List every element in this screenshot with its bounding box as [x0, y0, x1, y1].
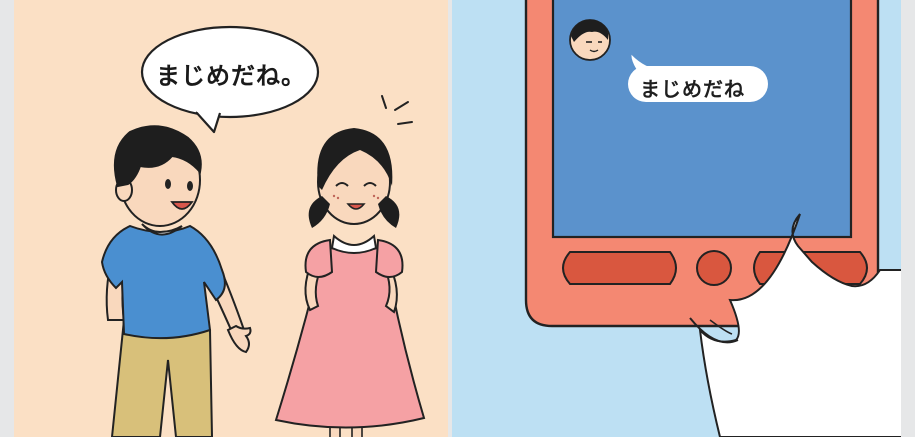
speech-bubble: [140, 25, 320, 134]
hand: [689, 213, 901, 437]
surprise-marks: [381, 95, 413, 125]
girl-character: [274, 128, 426, 437]
home-button: [696, 250, 732, 286]
speech-bubble-text: まじめだね。: [156, 62, 306, 90]
chat-bubble: [628, 54, 768, 102]
boy-character: [100, 125, 252, 437]
chat-message-text: まじめだね: [640, 77, 745, 101]
panel-divider: [448, 0, 452, 437]
chat-avatar: [569, 19, 611, 61]
